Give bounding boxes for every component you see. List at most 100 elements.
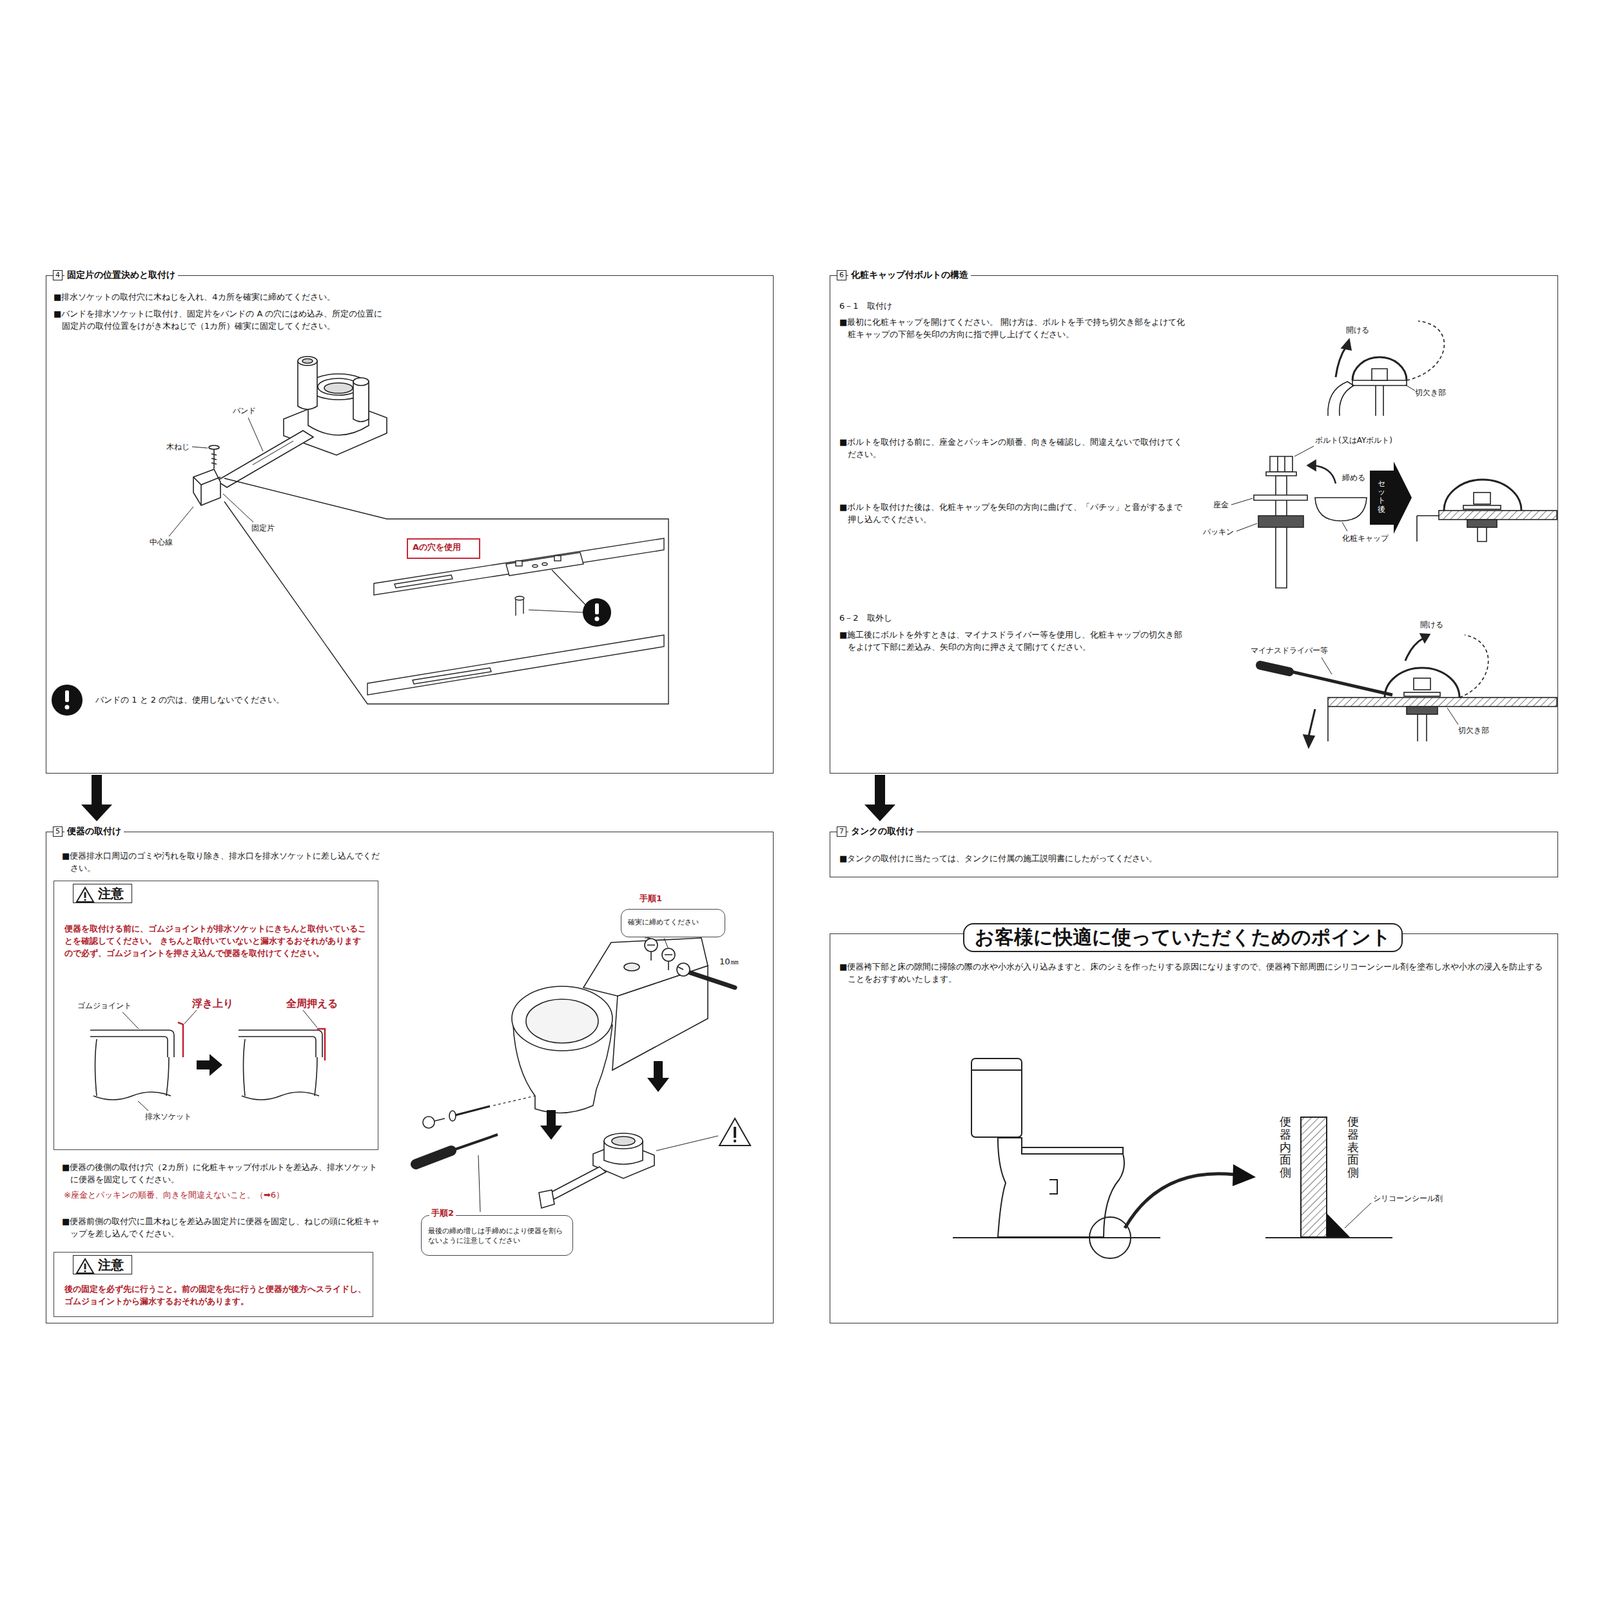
cap-open-illustration bbox=[1352, 380, 1407, 386]
caution-heading: 注意 bbox=[72, 1255, 133, 1275]
step-heading: 手順1 bbox=[639, 892, 663, 906]
toilet-illustration bbox=[676, 963, 690, 976]
step-panel: 5便器の取付け■便器排水口周辺のゴミや汚れを取り除き、排水口を排水ソケットに差し… bbox=[45, 831, 774, 1324]
instruction-text: ■便器排水口周辺のゴミや汚れを取り除き、排水口を排水ソケットに差し込んでください… bbox=[61, 850, 385, 875]
state-label: 全周押える bbox=[286, 997, 338, 1010]
arrow-head bbox=[81, 804, 113, 822]
instruction-text: ■排水ソケットの取付穴に木ねじを入れ、4カ所を確実に締めてください。 bbox=[53, 291, 699, 304]
bolt-exploded-illustration bbox=[1277, 456, 1285, 472]
drain-socket-illustration bbox=[216, 430, 314, 488]
instruction-text: ■ボルトを取付けた後は、化粧キャップを矢印の方向に曲げて、「パチッ」と音がするま… bbox=[839, 501, 1188, 527]
drain-socket-illustration bbox=[193, 469, 221, 506]
arrow-head bbox=[864, 804, 896, 822]
part-label: シリコーンシール剤 bbox=[1373, 1193, 1443, 1203]
caution-icon bbox=[83, 898, 86, 901]
rubber-joint-diagram bbox=[93, 1092, 171, 1100]
cap-removal-illustration bbox=[1327, 697, 1557, 707]
bolt-exploded-illustration bbox=[1236, 523, 1258, 532]
sealant-illustration bbox=[1089, 1217, 1131, 1259]
cap-removal-illustration bbox=[1420, 633, 1430, 643]
part-label: 木ねじ bbox=[166, 442, 190, 452]
toilet-illustration bbox=[434, 1118, 445, 1122]
caution-icon bbox=[84, 1263, 87, 1270]
drain-socket-illustration bbox=[208, 445, 220, 450]
caution-icon bbox=[84, 892, 87, 898]
toilet-illustration bbox=[583, 937, 708, 996]
step-title: 化粧キャップ付ボルトの構造 bbox=[848, 268, 971, 282]
step-title: 便器の取付け bbox=[64, 825, 124, 839]
cap-open-illustration bbox=[1375, 385, 1384, 416]
rubber-joint-diagram bbox=[184, 1010, 197, 1024]
zoom-inset bbox=[532, 564, 538, 568]
flow-arrow bbox=[81, 774, 113, 822]
bolt-exploded-illustration bbox=[1266, 471, 1297, 476]
state-label: 浮き上り bbox=[192, 997, 234, 1010]
caution-icon bbox=[76, 887, 94, 902]
zoom-inset bbox=[412, 667, 492, 684]
bolt-exploded-illustration bbox=[1473, 492, 1491, 505]
bolt-exploded-illustration bbox=[1416, 515, 1439, 542]
dimension-label: 10㎜ bbox=[719, 956, 739, 967]
zoom-inset bbox=[515, 560, 523, 566]
bolt-exploded-illustration bbox=[1231, 498, 1253, 505]
toilet-illustration bbox=[624, 963, 640, 971]
callout-text: Aの穴を使用 bbox=[412, 541, 461, 554]
rubber-joint-diagram bbox=[238, 1030, 323, 1058]
cap-removal-illustration bbox=[1327, 706, 1329, 742]
part-label: 排水ソケット bbox=[145, 1112, 192, 1122]
sealant-illustration bbox=[1300, 1117, 1327, 1238]
tips-heading: お客様に快適に使っていただくためのポイント bbox=[963, 923, 1403, 953]
sealant-illustration bbox=[971, 1069, 1022, 1071]
drain-socket-illustration bbox=[353, 381, 369, 422]
toilet-illustration bbox=[451, 1134, 498, 1151]
rubber-joint-diagram bbox=[177, 1022, 184, 1058]
sub-heading: 6－2 取外し bbox=[839, 612, 893, 625]
toilet-illustration bbox=[415, 1150, 452, 1165]
cap-removal-illustration bbox=[1404, 692, 1441, 697]
arrow-label: セット後 bbox=[1377, 479, 1386, 514]
rubber-joint-diagram bbox=[317, 1028, 325, 1061]
rubber-joint-diagram bbox=[95, 1039, 98, 1096]
caution-text: 後の固定を必ず先に行うこと。前の固定を先に行うと便器が後方へスライドし、ゴムジョ… bbox=[64, 1283, 368, 1308]
bolt-exploded-illustration bbox=[1269, 456, 1293, 472]
cap-open-illustration bbox=[1405, 384, 1415, 391]
cap-removal-illustration bbox=[1447, 707, 1459, 725]
toilet-illustration bbox=[604, 1133, 643, 1149]
toilet-illustration bbox=[688, 972, 735, 988]
toilet-illustration bbox=[656, 1135, 719, 1151]
step-heading: 手順2 bbox=[429, 1207, 456, 1220]
leader-line bbox=[168, 417, 264, 537]
drain-socket-illustration bbox=[211, 449, 217, 469]
rubber-joint-diagram bbox=[241, 1092, 320, 1100]
sealant-illustration bbox=[1124, 1173, 1235, 1229]
tips-panel: お客様に快適に使っていただくためのポイント■便器袴下部と床の隙間に掃除の際の水や… bbox=[829, 933, 1559, 1324]
instruction-text: ■施工後にボルトを外すときは、マイナスドライバー等を使用し、化粧キャップの切欠き… bbox=[839, 629, 1188, 654]
caution-icon bbox=[83, 1269, 86, 1272]
cap-removal-illustration bbox=[1406, 706, 1438, 715]
part-label: 座金 bbox=[1213, 500, 1229, 510]
toilet-illustration bbox=[538, 1190, 555, 1209]
drain-socket-illustration bbox=[353, 377, 369, 386]
zoom-inset bbox=[515, 596, 524, 616]
step-number: 7 bbox=[836, 826, 847, 837]
cap-removal-illustration bbox=[1303, 734, 1315, 748]
bolt-exploded-illustration bbox=[1438, 510, 1557, 520]
caution-text: 便器を取付ける前に、ゴムジョイントが排水ソケットにきちんと取付いていることを確認… bbox=[64, 923, 368, 960]
callout-box: Aの穴を使用 bbox=[406, 538, 481, 559]
zoom-inset bbox=[367, 634, 664, 695]
rubber-joint-diagram bbox=[137, 1101, 149, 1111]
bolt-exploded-illustration bbox=[1253, 495, 1308, 501]
bolt-exploded-illustration bbox=[1275, 475, 1287, 588]
rubber-joint-diagram bbox=[243, 1039, 246, 1096]
sub-heading: 6－1 取付け bbox=[839, 300, 893, 313]
leader-line bbox=[168, 506, 194, 537]
step-panel: 7タンクの取付け■タンクの取付けに当たっては、タンクに付属の施工説明書にしたがっ… bbox=[829, 831, 1559, 878]
part-label: 切欠き部 bbox=[1414, 388, 1446, 398]
toilet-illustration bbox=[547, 1166, 606, 1200]
cap-open-illustration bbox=[1335, 346, 1347, 378]
bolt-exploded-illustration bbox=[1463, 505, 1501, 510]
drain-socket-illustration bbox=[297, 360, 318, 410]
bolt-exploded-illustration bbox=[1315, 497, 1367, 521]
drain-socket-illustration bbox=[193, 477, 221, 506]
